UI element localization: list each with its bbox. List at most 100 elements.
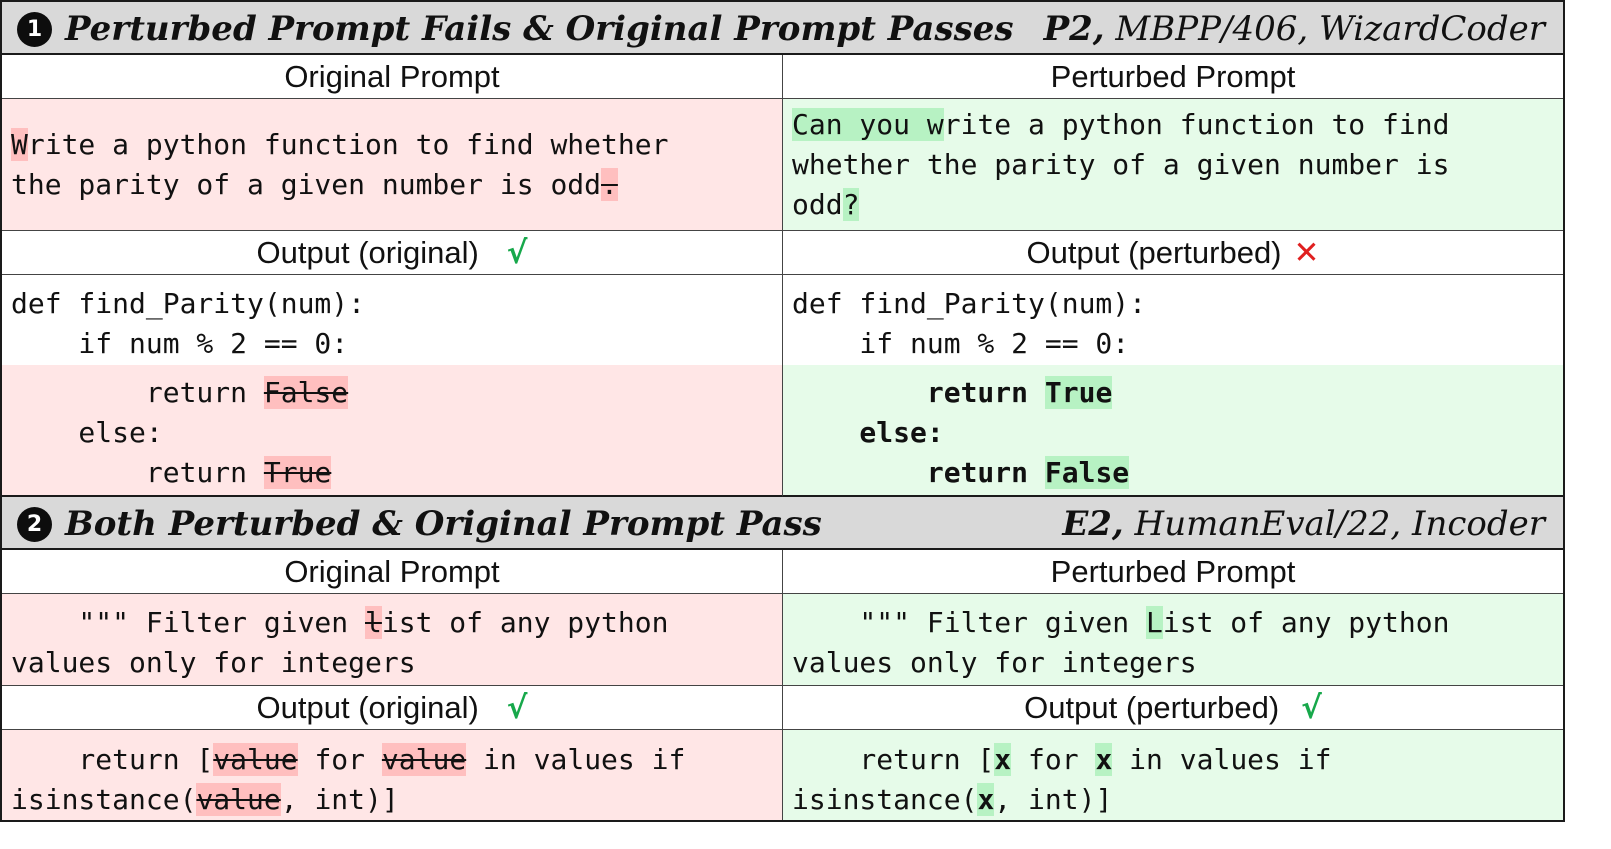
s2-perturbed-prompt: """ Filter given List of any python valu… xyxy=(783,594,1563,686)
s2-pc-text-d: isinstance( xyxy=(792,783,978,816)
section-1-number: 1 xyxy=(17,12,52,47)
s1-output-perturbed-label: Output (perturbed) xyxy=(1026,235,1282,270)
s1-oc-text-3: return xyxy=(11,376,264,409)
s2-pp-text-1a: """ Filter given xyxy=(792,606,1147,639)
s1-pc-line-3: return True xyxy=(792,373,1113,413)
s1-output-perturbed-header: Output (perturbed) ✕ xyxy=(783,231,1563,275)
s2-op-text-1a: """ Filter given xyxy=(11,606,366,639)
s1-output-original-label: Output (original) xyxy=(256,235,479,270)
s2-output-original-header: Output (original) √ xyxy=(2,686,783,730)
s2-output-original-label: Output (original) xyxy=(256,690,479,725)
check-icon: √ xyxy=(506,235,528,271)
check-icon: √ xyxy=(1301,690,1322,726)
s2-perturbed-code: return [x for x in values if isinstance(… xyxy=(783,730,1563,820)
s1-oc-text-5: return xyxy=(11,456,264,489)
section-1-header: 1 Perturbed Prompt Fails & Original Prom… xyxy=(2,2,1563,55)
s2-oc-hl-3: value xyxy=(196,783,281,816)
s1-perturbed-code-common: def find_Parity(num): if num % 2 == 0: xyxy=(783,275,1563,365)
s2-pc-text-e: , int)] xyxy=(994,783,1113,816)
section-1-ref-id: P2, xyxy=(1043,9,1105,49)
s1-pc-hl-5: False xyxy=(1044,456,1130,489)
s1-op-line-1: Write a python function to find whether xyxy=(11,125,668,165)
s1-pp-text-1: rite a python function to find xyxy=(943,108,1450,141)
s1-oc-line-4: else: xyxy=(11,416,163,449)
section-2-title: Both Perturbed & Original Prompt Pass xyxy=(65,504,822,544)
s1-output-original-header: Output (original) √ xyxy=(2,231,783,275)
section-1-title: Perturbed Prompt Fails & Original Prompt… xyxy=(65,9,1014,49)
s2-pc-line-2: isinstance(x, int)] xyxy=(792,780,1112,820)
s1-pc-text-3: return xyxy=(792,376,1045,409)
s1-pp-line-3: odd? xyxy=(792,185,860,225)
s1-original-code-common: def find_Parity(num): if num % 2 == 0: xyxy=(2,275,783,365)
s1-pp-line-1: Can you write a python function to find xyxy=(792,105,1449,145)
s2-perturbed-prompt-header: Perturbed Prompt xyxy=(783,550,1563,594)
cross-icon: ✕ xyxy=(1293,235,1320,271)
s2-oc-hl-1: value xyxy=(213,743,298,776)
check-icon: √ xyxy=(506,690,528,726)
s1-op-line-2: the parity of a given number is odd. xyxy=(11,165,618,205)
s2-oc-text-b: for xyxy=(297,743,382,776)
s2-output-perturbed-header: Output (perturbed) √ xyxy=(783,686,1563,730)
s1-pp-hl-1: Can you w xyxy=(792,108,944,141)
s2-pc-hl-3: x xyxy=(977,783,995,816)
s2-oc-text-d: isinstance( xyxy=(11,783,197,816)
section-2-number: 2 xyxy=(17,507,52,542)
s1-oc-hl-3: False xyxy=(263,376,349,409)
s1-perturbed-prompt-header: Perturbed Prompt xyxy=(783,55,1563,99)
s1-pc-text-5: return xyxy=(792,456,1045,489)
s2-op-hl-1: l xyxy=(365,606,382,639)
s1-oc-line-3: return False xyxy=(11,373,349,413)
s2-pc-text-c: in values if xyxy=(1112,743,1332,776)
s2-oc-text-e: , int)] xyxy=(280,783,399,816)
s1-pc-line-4: else: xyxy=(792,416,944,449)
s1-original-code-diff: return False else: return True xyxy=(2,365,783,497)
s1-pp-line-2: whether the parity of a given number is xyxy=(792,148,1450,181)
s2-pp-line-2: values only for integers xyxy=(792,646,1197,679)
section-2-reference: E2, HumanEval/22, Incoder xyxy=(1062,504,1545,544)
s2-op-line-1: """ Filter given list of any python xyxy=(11,603,668,643)
s2-oc-line-1: return [value for value in values if xyxy=(11,740,685,780)
s1-op-hl-2: . xyxy=(601,168,618,201)
s1-pc-line-2: if num % 2 == 0: xyxy=(792,327,1130,360)
s1-perturbed-code-diff: return True else: return False xyxy=(783,365,1563,497)
s2-oc-hl-2: value xyxy=(381,743,467,776)
s2-pp-text-1b: ist of any python xyxy=(1162,606,1450,639)
s2-oc-text-c: in values if xyxy=(466,743,686,776)
s2-pc-line-1: return [x for x in values if xyxy=(792,740,1331,780)
s1-oc-line-1: def find_Parity(num): xyxy=(11,287,366,320)
s1-pc-line-5: return False xyxy=(792,453,1130,493)
s1-original-prompt-header: Original Prompt xyxy=(2,55,783,99)
s1-pc-line-1: def find_Parity(num): xyxy=(792,287,1147,320)
section-1-reference: P2, MBPP/406, WizardCoder xyxy=(1044,9,1545,49)
s2-pp-line-1: """ Filter given List of any python xyxy=(792,603,1449,643)
s2-pc-hl-1: x xyxy=(994,743,1012,776)
s1-oc-line-5: return True xyxy=(11,453,332,493)
s1-pc-hl-3: True xyxy=(1044,376,1113,409)
s2-op-text-1b: ist of any python xyxy=(381,606,669,639)
s2-oc-text-a: return [ xyxy=(11,743,214,776)
s1-pp-hl-3: ? xyxy=(842,188,860,221)
section-2-ref-id: E2, xyxy=(1062,504,1124,544)
section-2-ref-rest: HumanEval/22, Incoder xyxy=(1123,504,1545,544)
s2-original-prompt-header: Original Prompt xyxy=(2,550,783,594)
s2-original-prompt: """ Filter given list of any python valu… xyxy=(2,594,783,686)
section-2-header: 2 Both Perturbed & Original Prompt Pass … xyxy=(2,497,1563,550)
s2-original-code: return [value for value in values if isi… xyxy=(2,730,783,820)
section-1-ref-rest: MBPP/406, WizardCoder xyxy=(1104,9,1545,49)
s1-oc-hl-5: True xyxy=(263,456,332,489)
s1-pp-text-3: odd xyxy=(792,188,843,221)
s2-oc-line-2: isinstance(value, int)] xyxy=(11,780,399,820)
s2-pp-hl-1: L xyxy=(1146,606,1163,639)
s1-op-text-2: the parity of a given number is odd xyxy=(11,168,602,201)
s2-output-perturbed-label: Output (perturbed) xyxy=(1024,690,1280,725)
s1-original-prompt: Write a python function to find whether … xyxy=(2,99,783,231)
s1-oc-line-2: if num % 2 == 0: xyxy=(11,327,349,360)
figure-table: 1 Perturbed Prompt Fails & Original Prom… xyxy=(0,0,1565,822)
s1-perturbed-prompt: Can you write a python function to find … xyxy=(783,99,1563,231)
s2-pc-text-a: return [ xyxy=(792,743,995,776)
s2-op-line-2: values only for integers xyxy=(11,646,416,679)
s1-op-hl-1: W xyxy=(11,128,28,161)
s2-pc-hl-2: x xyxy=(1095,743,1113,776)
s2-pc-text-b: for xyxy=(1011,743,1096,776)
s1-op-text-1: rite a python function to find whether xyxy=(27,128,669,161)
